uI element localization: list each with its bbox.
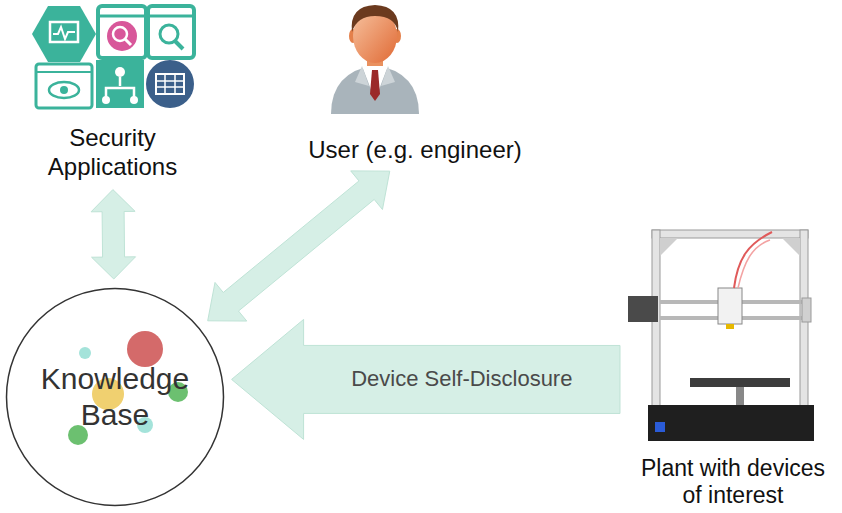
knowledge-dot xyxy=(127,331,163,367)
printer-illustration xyxy=(628,230,814,441)
node-text: Security Applications xyxy=(20,124,205,182)
security-icons xyxy=(32,6,194,108)
label-node: User (e.g. engineer) xyxy=(280,136,550,165)
knowledge-circle: Knowledge Base xyxy=(5,287,225,507)
user-figure xyxy=(331,5,419,114)
node-text: Knowledge Base xyxy=(28,361,203,433)
label-node: Security Applications xyxy=(20,124,205,182)
block-arrow xyxy=(232,319,620,439)
circle-border xyxy=(7,289,224,506)
edge-label: Device Self-Disclosure xyxy=(351,366,572,392)
label-node: Plant with devices of interest xyxy=(628,220,838,510)
block-arrow xyxy=(91,190,135,279)
block-arrow xyxy=(208,171,390,321)
node-text: User (e.g. engineer) xyxy=(280,136,550,165)
knowledge-dot xyxy=(79,347,91,359)
node-text: Plant with devices of interest xyxy=(631,455,836,510)
circle-outline xyxy=(5,287,225,507)
